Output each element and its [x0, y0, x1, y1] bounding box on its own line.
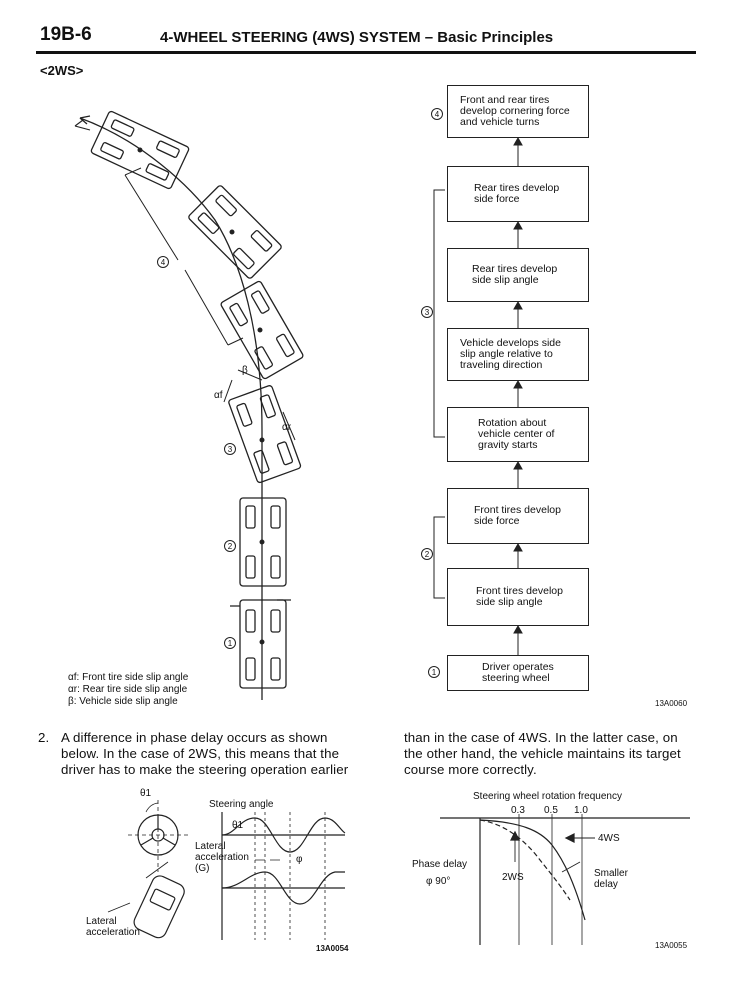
flow-box-7: Front tires develop side slip angle	[447, 568, 589, 626]
lateral-accel-g-label: Lateral acceleration (G)	[195, 841, 249, 874]
figure-code-top: 13A0060	[655, 699, 688, 708]
paragraph-left-1: A difference in phase delay occurs as sh…	[61, 730, 328, 745]
smaller-delay-label: Smaller delay	[594, 868, 628, 890]
stage-marker-4: 4	[157, 256, 169, 268]
phi-label: φ	[296, 854, 303, 865]
beta-label: β	[242, 365, 248, 376]
phi-90-label: φ 90°	[426, 876, 451, 887]
header-rule	[36, 51, 696, 54]
tick-0-3: 0.3	[511, 805, 525, 816]
flow-marker-4: 4	[431, 108, 443, 120]
theta-graph-label: θ1	[232, 820, 244, 831]
frequency-title: Steering wheel rotation frequency	[473, 791, 622, 802]
flow-marker-1: 1	[428, 666, 440, 678]
paragraph-left-3: driver has to make the steering operatio…	[61, 762, 349, 777]
stage-marker-2: 2	[224, 540, 236, 552]
legend-alpha-f: αf: Front tire side slip angle	[68, 672, 189, 683]
label-2ws: 2WS	[502, 872, 524, 883]
legend-alpha-r: αr: Rear tire side slip angle	[68, 684, 188, 695]
paragraph-right-2: the other hand, the vehicle maintains it…	[404, 746, 681, 761]
stage-marker-1: 1	[224, 637, 236, 649]
paragraph-right-1: than in the case of 4WS. In the latter c…	[404, 730, 678, 745]
flow-box-5: Rotation about vehicle center of gravity…	[447, 407, 589, 462]
flow-box-6: Front tires develop side force	[447, 488, 589, 544]
page-title: 4-WHEEL STEERING (4WS) SYSTEM – Basic Pr…	[160, 29, 554, 46]
flow-box-1: Front and rear tires develop cornering f…	[447, 85, 589, 138]
alpha-f-label: αf	[214, 390, 223, 401]
paragraph-right-3: course more correctly.	[404, 762, 537, 777]
tick-1-0: 1.0	[574, 805, 588, 816]
legend-beta: β: Vehicle side slip angle	[68, 696, 178, 707]
steering-angle-label: Steering angle	[209, 799, 274, 810]
flow-box-8: Driver operates steering wheel	[447, 655, 589, 691]
tick-0-5: 0.5	[544, 805, 558, 816]
flow-marker-2: 2	[421, 548, 433, 560]
page-number: 19B-6	[40, 24, 92, 45]
figure-code-left: 13A0054	[316, 944, 349, 953]
lateral-accel-label: Lateral acceleration	[86, 916, 140, 938]
flow-marker-3: 3	[421, 306, 433, 318]
paragraph-number: 2.	[38, 730, 50, 745]
flow-box-3: Rear tires develop side slip angle	[447, 248, 589, 302]
theta-label: θ1	[140, 788, 152, 799]
figure-code-right: 13A0055	[655, 941, 688, 950]
label-4ws: 4WS	[598, 833, 620, 844]
flow-box-2: Rear tires develop side force	[447, 166, 589, 222]
phase-delay-label: Phase delay	[412, 859, 468, 870]
flow-box-4: Vehicle develops side slip angle relativ…	[447, 328, 589, 381]
alpha-r-label: αr	[282, 422, 292, 433]
paragraph-left-2: below. In the case of 2WS, this means th…	[61, 746, 340, 761]
section-label: <2WS>	[40, 63, 84, 78]
stage-marker-3: 3	[224, 443, 236, 455]
